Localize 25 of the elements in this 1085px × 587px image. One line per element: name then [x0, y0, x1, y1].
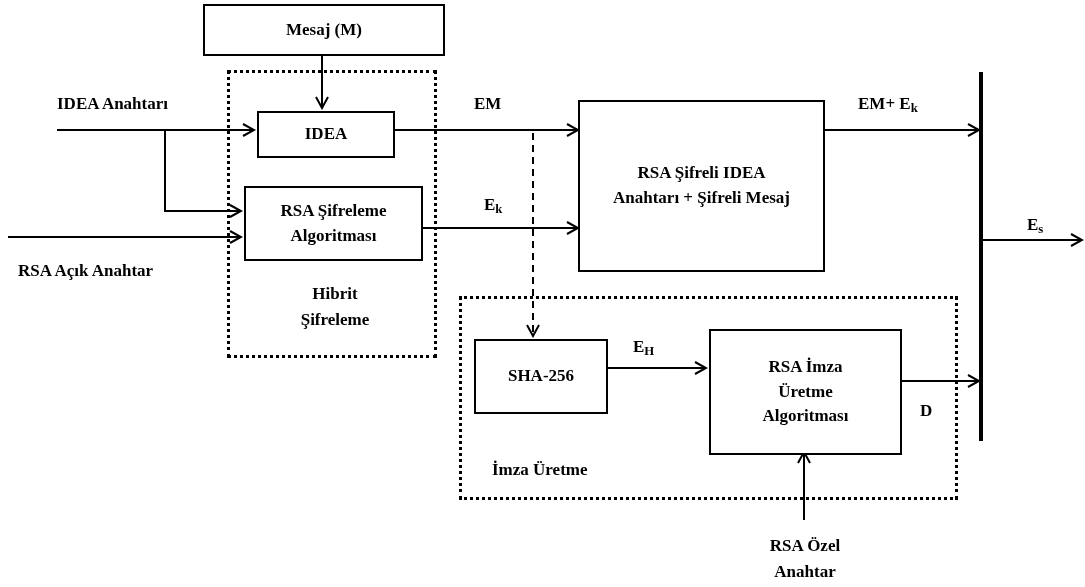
edge-label: E$_{k}$: [484, 194, 503, 218]
edge-label: RSA Açık Anahtar: [18, 260, 154, 282]
group-title: Hibrit Şifreleme: [299, 283, 371, 331]
process-box: RSA Şifreleme Algoritması: [244, 186, 423, 261]
process-box: IDEA: [257, 111, 395, 158]
arrow: [7, 230, 242, 244]
combiner-bar: [979, 72, 983, 441]
process-box: SHA-256: [474, 339, 608, 414]
process-box: RSA İmza Üretme Algoritması: [709, 329, 902, 455]
edge-label: E$_{H}$: [633, 336, 655, 360]
edge-label: EM+ E$_{k}$: [858, 93, 918, 117]
edge-label: RSA Özel Anahtar: [768, 535, 842, 583]
arrow: [982, 233, 1083, 247]
arrow: [824, 123, 980, 137]
arrow: [315, 55, 329, 109]
edge-label: E$_{s}$: [1027, 214, 1044, 238]
dotted-group-frame: [459, 296, 958, 500]
edge-label: D: [920, 400, 933, 422]
arrow: [56, 129, 242, 218]
process-box: RSA Şifreli IDEA Anahtarı + Şifreli Mesaj: [578, 100, 825, 272]
edge-label: EM: [474, 93, 502, 115]
group-title: İmza Üretme: [492, 459, 588, 481]
edge-label: IDEA Anahtarı: [57, 93, 168, 115]
dotted-group-frame: [227, 70, 437, 358]
message-box: Mesaj (M): [203, 4, 445, 56]
